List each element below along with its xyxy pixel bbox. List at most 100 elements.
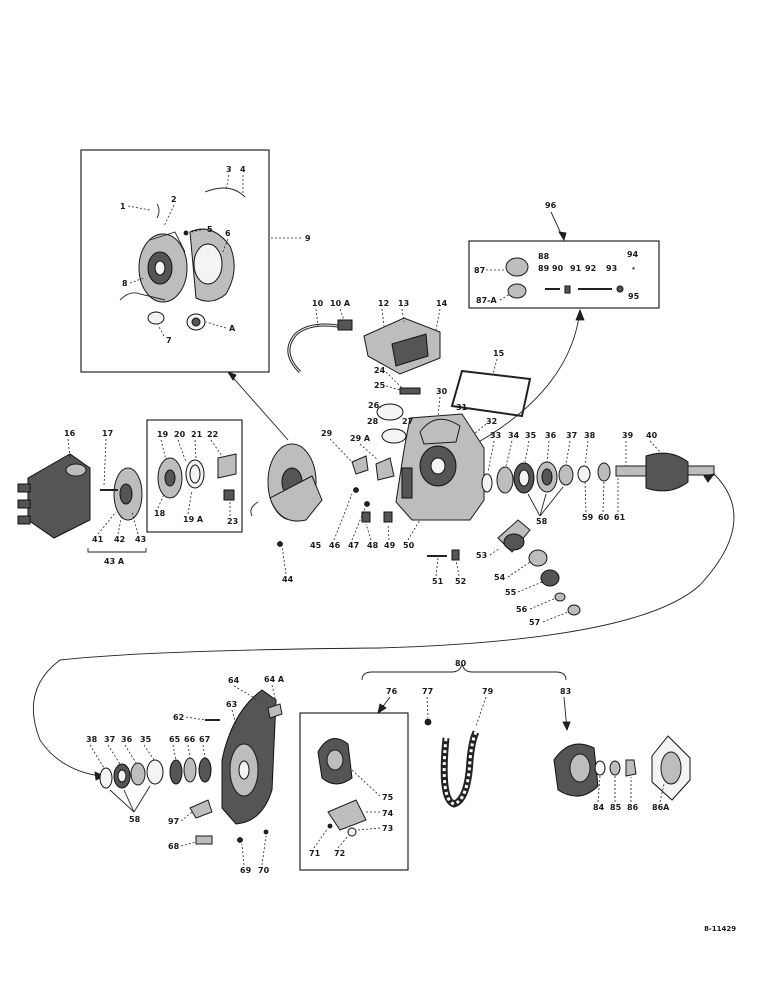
- callout-79: 79: [482, 687, 494, 696]
- callout-20: 20: [174, 430, 186, 439]
- callout-35-left: 35: [140, 735, 152, 744]
- callout-43: 43: [135, 535, 146, 544]
- bolts-and-gears: [427, 519, 581, 616]
- callout-41: 41: [92, 535, 104, 544]
- callout-77: 77: [422, 687, 433, 696]
- callout-85: 85: [610, 803, 622, 812]
- callout-39: 39: [622, 431, 634, 440]
- callout-86A: 86A: [652, 803, 670, 812]
- callout-63: 63: [226, 700, 237, 709]
- callout-80: 80: [455, 659, 467, 668]
- callout-61: 61: [614, 513, 626, 522]
- callout-96: 96: [545, 201, 557, 210]
- callout-95: 95: [628, 292, 640, 301]
- callout-9: 9: [305, 234, 311, 243]
- callout-34: 34: [508, 431, 520, 440]
- callout-87A: 87-A: [476, 296, 497, 305]
- reference-code: 8-11429: [704, 925, 736, 933]
- callout-87: 87: [474, 266, 485, 275]
- callout-59: 59: [582, 513, 594, 522]
- callout-22: 22: [207, 430, 218, 439]
- callout-44: 44: [282, 575, 294, 584]
- pulley-and-flange: [553, 735, 691, 801]
- callout-29: 29: [321, 429, 333, 438]
- pump-bearings: [169, 757, 212, 785]
- callout-25: 25: [374, 381, 386, 390]
- callout-84: 84: [593, 803, 605, 812]
- callout-57: 57: [529, 618, 540, 627]
- callout-19: 19: [157, 430, 169, 439]
- callout-36-left: 36: [121, 735, 133, 744]
- callout-30: 30: [436, 387, 448, 396]
- callout-26: 26: [368, 401, 380, 410]
- callout-7: 7: [166, 336, 172, 345]
- callout-2: 2: [171, 195, 177, 204]
- callout-27: 27: [402, 417, 413, 426]
- callout-23: 23: [227, 517, 238, 526]
- callout-17: 17: [102, 429, 113, 438]
- callout-15: 15: [493, 349, 505, 358]
- callout-A: A: [229, 324, 236, 333]
- callout-69: 69: [240, 866, 252, 875]
- callout-33: 33: [490, 431, 501, 440]
- callout-73: 73: [382, 824, 393, 833]
- callout-88: 88: [538, 252, 550, 261]
- callout-83: 83: [560, 687, 571, 696]
- inset-box-71-75: [299, 712, 409, 871]
- callout-14: 14: [436, 299, 448, 308]
- callout-91: 91: [570, 264, 582, 273]
- callout-6: 6: [225, 229, 231, 238]
- callout-48: 48: [367, 541, 379, 550]
- callout-35: 35: [525, 431, 537, 440]
- parts-18-23: [157, 453, 237, 501]
- callout-56: 56: [516, 605, 528, 614]
- callout-75: 75: [382, 793, 394, 802]
- svg-text:⁴: ⁴: [632, 266, 635, 274]
- callout-29A: 29 A: [350, 434, 371, 443]
- callout-97: 97: [168, 817, 179, 826]
- inset-box-breaker-plate: [80, 149, 270, 373]
- callout-58-left: 58: [129, 815, 141, 824]
- callout-58: 58: [536, 517, 548, 526]
- callout-37-left: 37: [104, 735, 115, 744]
- callout-40: 40: [646, 431, 658, 440]
- callout-8: 8: [122, 279, 128, 288]
- small-parts-24-29: [351, 387, 421, 523]
- callout-46: 46: [329, 541, 341, 550]
- bearings-and-shaft: [481, 452, 715, 494]
- callout-37: 37: [566, 431, 577, 440]
- callout-42: 42: [114, 535, 125, 544]
- main-housing: [395, 413, 485, 521]
- callout-50: 50: [403, 541, 415, 550]
- governor-parts: [317, 738, 367, 837]
- callout-45: 45: [310, 541, 322, 550]
- callout-67: 67: [199, 735, 210, 744]
- callout-21: 21: [191, 430, 203, 439]
- callout-72: 72: [334, 849, 345, 858]
- callout-71: 71: [309, 849, 321, 858]
- callout-24: 24: [374, 366, 386, 375]
- callout-70: 70: [258, 866, 270, 875]
- callout-64A: 64 A: [264, 675, 285, 684]
- distributor-cap: [17, 453, 91, 539]
- callout-76: 76: [386, 687, 398, 696]
- breaker-plate-assembly: [119, 187, 246, 331]
- distributor-body: [250, 443, 323, 522]
- rotor: [100, 467, 143, 521]
- callout-49: 49: [384, 541, 396, 550]
- callout-1: 1: [120, 202, 126, 211]
- left-bearing-group: [99, 759, 164, 789]
- callout-52: 52: [455, 577, 466, 586]
- callout-12: 12: [378, 299, 389, 308]
- callout-74: 74: [382, 809, 394, 818]
- callout-60: 60: [598, 513, 610, 522]
- callout-36: 36: [545, 431, 557, 440]
- callout-65: 65: [169, 735, 181, 744]
- pump-housing: [205, 689, 283, 825]
- callout-38: 38: [584, 431, 596, 440]
- callout-16: 16: [64, 429, 76, 438]
- callout-38-left: 38: [86, 735, 98, 744]
- callout-55: 55: [505, 588, 517, 597]
- callout-92: 92: [585, 264, 596, 273]
